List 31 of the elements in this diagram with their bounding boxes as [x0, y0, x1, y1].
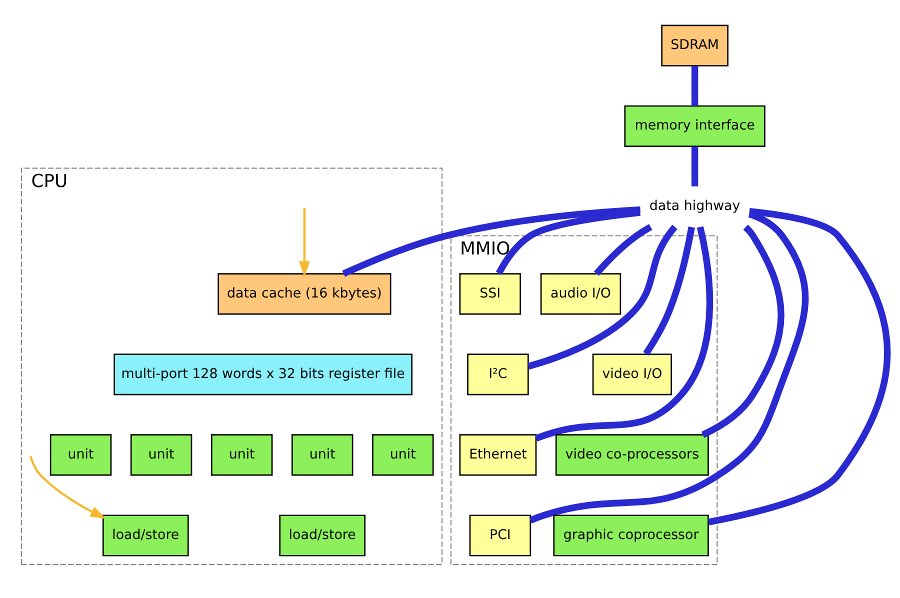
node-box: video I/O — [592, 353, 672, 395]
connector — [535, 226, 714, 442]
arrow — [298, 207, 310, 276]
node-box: unit — [50, 434, 112, 476]
node-box: load/store — [102, 514, 189, 556]
node-text: data highway — [649, 198, 740, 214]
node-box: SSI — [459, 272, 521, 314]
node-box: multi-port 128 words x 32 bits register file — [114, 353, 412, 395]
connector — [691, 66, 698, 106]
node-box: data cache (16 kbytes) — [218, 272, 392, 314]
node-box: audio I/O — [540, 272, 622, 314]
connector — [342, 206, 640, 276]
node-box: I²C — [467, 353, 529, 395]
node-box: PCI — [469, 514, 532, 556]
node-box: video co-processors — [555, 434, 709, 476]
node-box: unit — [210, 434, 273, 476]
node-box: load/store — [279, 514, 366, 556]
node-box: unit — [130, 434, 192, 476]
node-box: SDRAM — [661, 24, 728, 66]
connector — [528, 224, 678, 370]
connector — [708, 208, 891, 525]
arrow — [29, 455, 106, 518]
connector — [643, 226, 695, 356]
connector — [594, 224, 652, 276]
node-box: Ethernet — [459, 434, 537, 476]
node-box: graphic coprocessor — [553, 514, 709, 556]
connector — [701, 224, 784, 438]
node-box: memory interface — [624, 104, 766, 146]
connector — [691, 146, 698, 186]
node-box: unit — [292, 434, 354, 476]
node-box: unit — [372, 434, 434, 476]
